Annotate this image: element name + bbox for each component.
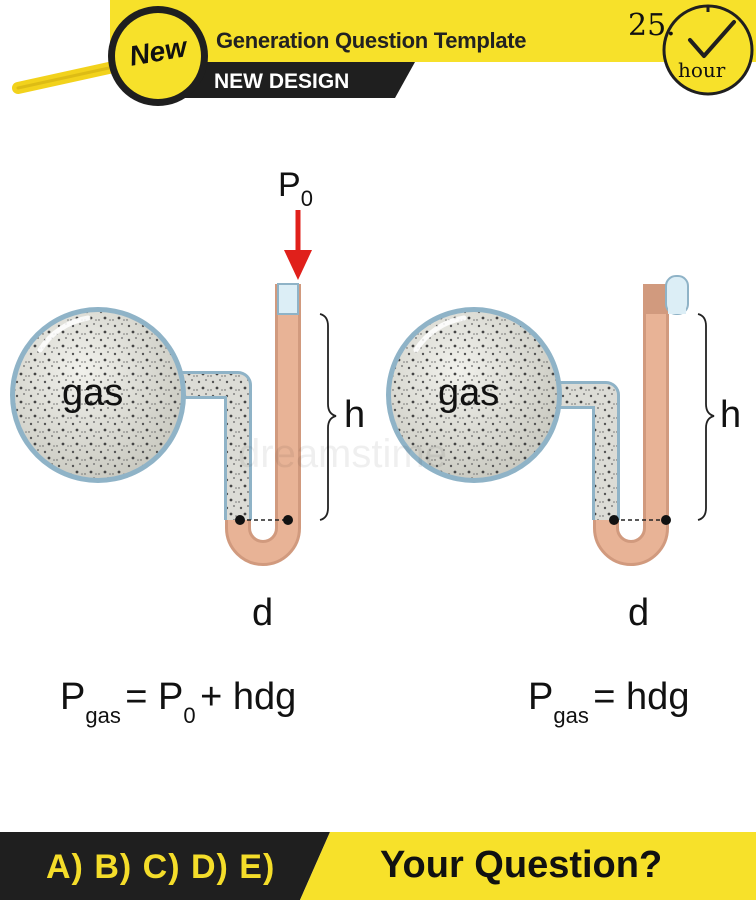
clock-number: 25.: [628, 8, 676, 43]
header-subtitle: NEW DESIGN: [214, 70, 350, 93]
left-density-label: d: [252, 592, 274, 634]
left-formula-equals: = P: [125, 676, 184, 718]
right-level-point-b: [661, 515, 671, 525]
question-prompt: Your Question?: [380, 844, 663, 886]
p0-subscript: 0: [300, 186, 313, 211]
clock-icon: [662, 4, 754, 96]
left-height-label: h: [344, 394, 366, 436]
header-graphic: [12, 0, 756, 106]
left-formula: Pgas = P0 + hdg: [60, 676, 297, 728]
right-formula-p: P: [528, 676, 554, 718]
right-gas-label: gas: [438, 372, 500, 414]
right-formula-p-sub: gas: [553, 703, 589, 728]
left-open-tube-end: [277, 283, 299, 315]
p0-label: P0: [278, 166, 313, 211]
left-gas-label: gas: [62, 372, 124, 414]
watermark: dreamstime: [238, 432, 447, 476]
left-formula-p-sub: gas: [85, 703, 121, 728]
left-formula-p: P: [60, 676, 86, 718]
right-height-label: h: [720, 394, 742, 436]
right-formula: Pgas = hdg: [528, 676, 690, 728]
left-level-point-a: [235, 515, 245, 525]
atmospheric-pressure-arrow: [284, 210, 312, 280]
left-manometer: [10, 210, 337, 566]
clock-unit: hour: [678, 58, 726, 82]
right-manometer: [386, 275, 715, 566]
right-formula-rest: = hdg: [593, 676, 690, 718]
header-yellow-banner: [110, 0, 756, 62]
left-level-point-b: [283, 515, 293, 525]
magnifier-icon: [12, 6, 208, 106]
right-density-label: d: [628, 592, 650, 634]
answer-options: A) B) C) D) E): [46, 848, 276, 886]
left-formula-rhs-sub: 0: [183, 703, 196, 728]
left-formula-rest: + hdg: [200, 676, 297, 718]
right-level-point-a: [609, 515, 619, 525]
left-height-brace: [319, 313, 337, 521]
right-height-brace: [697, 313, 715, 521]
header-title: Generation Question Template: [216, 28, 527, 53]
header-dark-ribbon: [150, 62, 415, 98]
p0-symbol: P: [278, 166, 301, 204]
